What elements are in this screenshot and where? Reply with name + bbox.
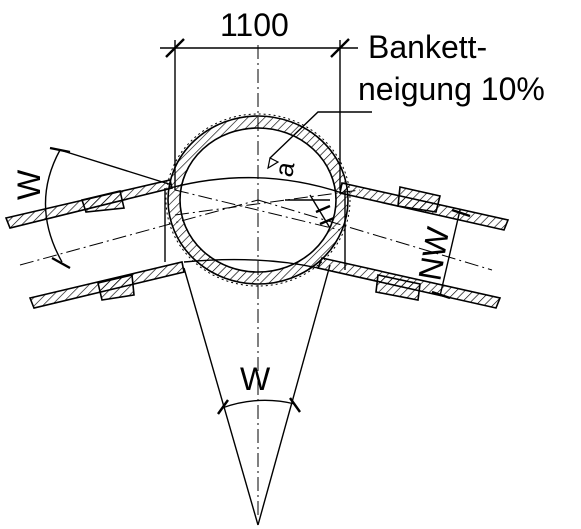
banquette-label-line1: Bankett- bbox=[368, 29, 487, 65]
bottom-cone: W bbox=[183, 264, 331, 526]
banquette-label-line2: neigung 10% bbox=[358, 71, 545, 107]
left-angle-dimension: W bbox=[11, 146, 173, 270]
bottom-angle-label: W bbox=[240, 361, 271, 397]
pipe-inner-lines bbox=[164, 176, 346, 270]
right-pipe bbox=[316, 182, 510, 309]
nominal-width-label: NW bbox=[411, 224, 456, 284]
banquette-slope-annotation: Bankett- neigung 10% bbox=[267, 29, 545, 170]
width-dimension: 1100 bbox=[160, 7, 358, 190]
manhole-ring bbox=[167, 115, 349, 285]
width-label: 1100 bbox=[220, 7, 289, 43]
left-pipe bbox=[4, 179, 185, 309]
left-angle-label: W bbox=[11, 169, 47, 200]
bench-outline bbox=[165, 113, 351, 287]
offset-dimension: a bbox=[268, 159, 335, 229]
offset-label: a bbox=[268, 159, 300, 179]
